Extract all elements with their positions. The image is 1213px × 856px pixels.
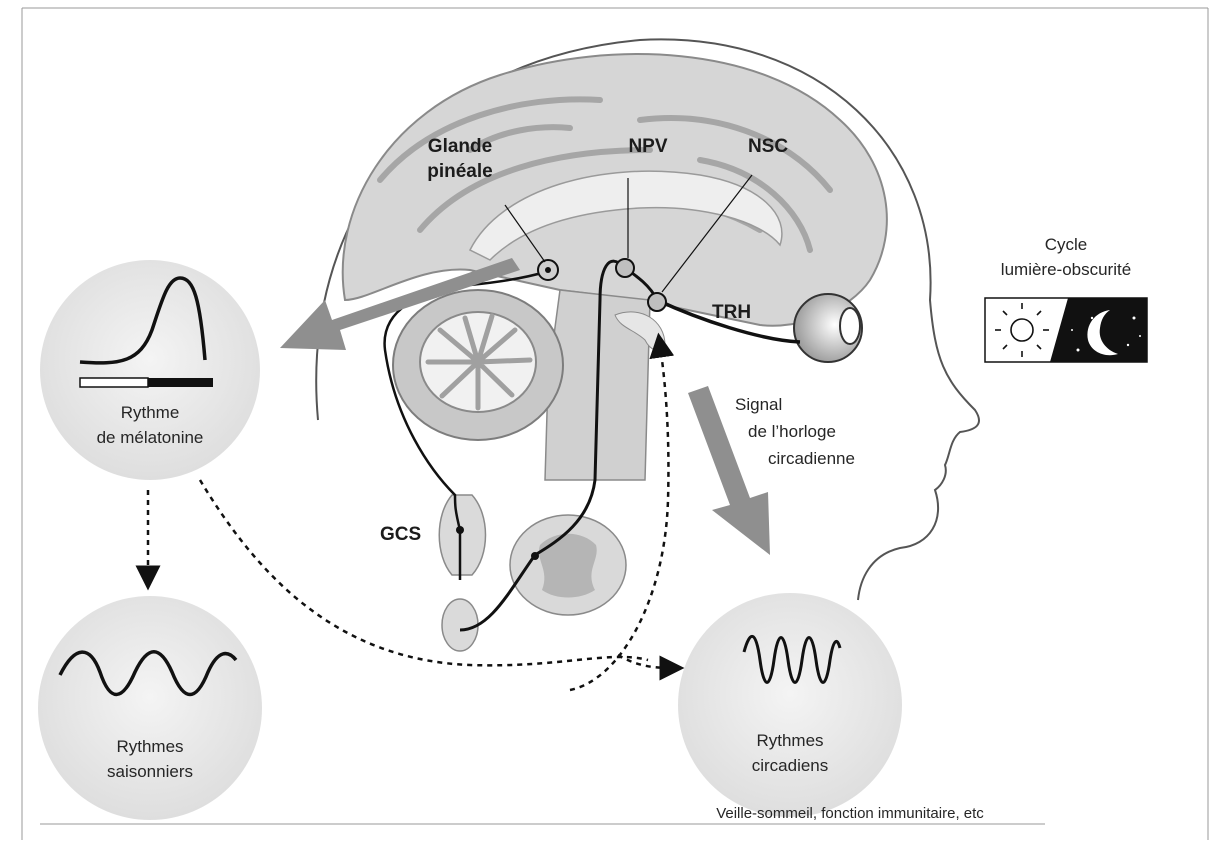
nsc-marker [647, 292, 667, 312]
seasonal-wave [58, 650, 238, 696]
day-bar [79, 377, 149, 388]
pineal-label-line1: Glande [428, 136, 492, 157]
circadian-circle [678, 593, 902, 817]
nsc-label: NSC [748, 136, 788, 157]
melatonin-rhythm-panel: Rythme de mélatonine [40, 260, 260, 480]
circadian-feedback-arrow [617, 653, 685, 681]
pineal-gland-marker [537, 259, 559, 281]
seasonal-label-line1: Rythmes [116, 737, 183, 756]
ascending-pathway [383, 270, 546, 580]
light-dark-cycle-box [984, 297, 1148, 363]
npv-label: NPV [628, 136, 667, 157]
night-bar [148, 378, 213, 387]
seasonal-label-line2: saisonniers [107, 762, 193, 781]
melatonin-curve [79, 276, 207, 365]
retinohypothalamic-tract [656, 298, 801, 344]
melatonin-output-arrow [280, 258, 520, 350]
brain [341, 53, 888, 481]
cycle-label-line1: Cycle [1045, 235, 1088, 254]
moon-icon [1087, 310, 1118, 356]
melatonin-label-line2: de mélatonine [97, 428, 204, 447]
eye-icon [793, 293, 863, 363]
seasonal-circle [38, 596, 262, 820]
spinal-cord-section [509, 514, 627, 616]
gcs-label: GCS [380, 524, 421, 545]
circadian-wave [742, 635, 842, 684]
cycle-label-line2: lumière-obscurité [1001, 260, 1131, 279]
circadian-rhythm-panel: Rythmes circadiens [678, 593, 902, 817]
superior-cervical-ganglion [438, 494, 487, 652]
cerebellum [392, 289, 564, 441]
descending-pathway [459, 259, 627, 632]
sun-icon [995, 303, 1049, 357]
signal-label-line3: circadienne [768, 449, 855, 468]
melatonin-label-line1: Rythme [121, 403, 180, 422]
pineal-leader [504, 204, 546, 263]
seasonal-rhythm-panel: Rythmes saisonniers [38, 596, 262, 820]
pineal-label-line2: pinéale [427, 161, 492, 182]
caption: Veille-sommeil, fonction immunitaire, et… [716, 805, 984, 822]
trh-label: TRH [712, 302, 751, 323]
signal-label-line1: Signal [735, 395, 782, 414]
melatonin-circle [40, 260, 260, 480]
spinal-synapse [531, 552, 539, 560]
melatonin-to-circadian-arrow [198, 479, 649, 667]
nsc-leader [661, 174, 753, 293]
circadian-label-line2: circadiens [752, 756, 829, 775]
stars-icon [1071, 316, 1141, 352]
npv-marker [615, 258, 635, 278]
circadian-label-line1: Rythmes [756, 731, 823, 750]
signal-label-line2: de l’horloge [748, 422, 836, 441]
gcs-synapse [456, 526, 464, 534]
circadian-signal-arrow [688, 386, 770, 555]
